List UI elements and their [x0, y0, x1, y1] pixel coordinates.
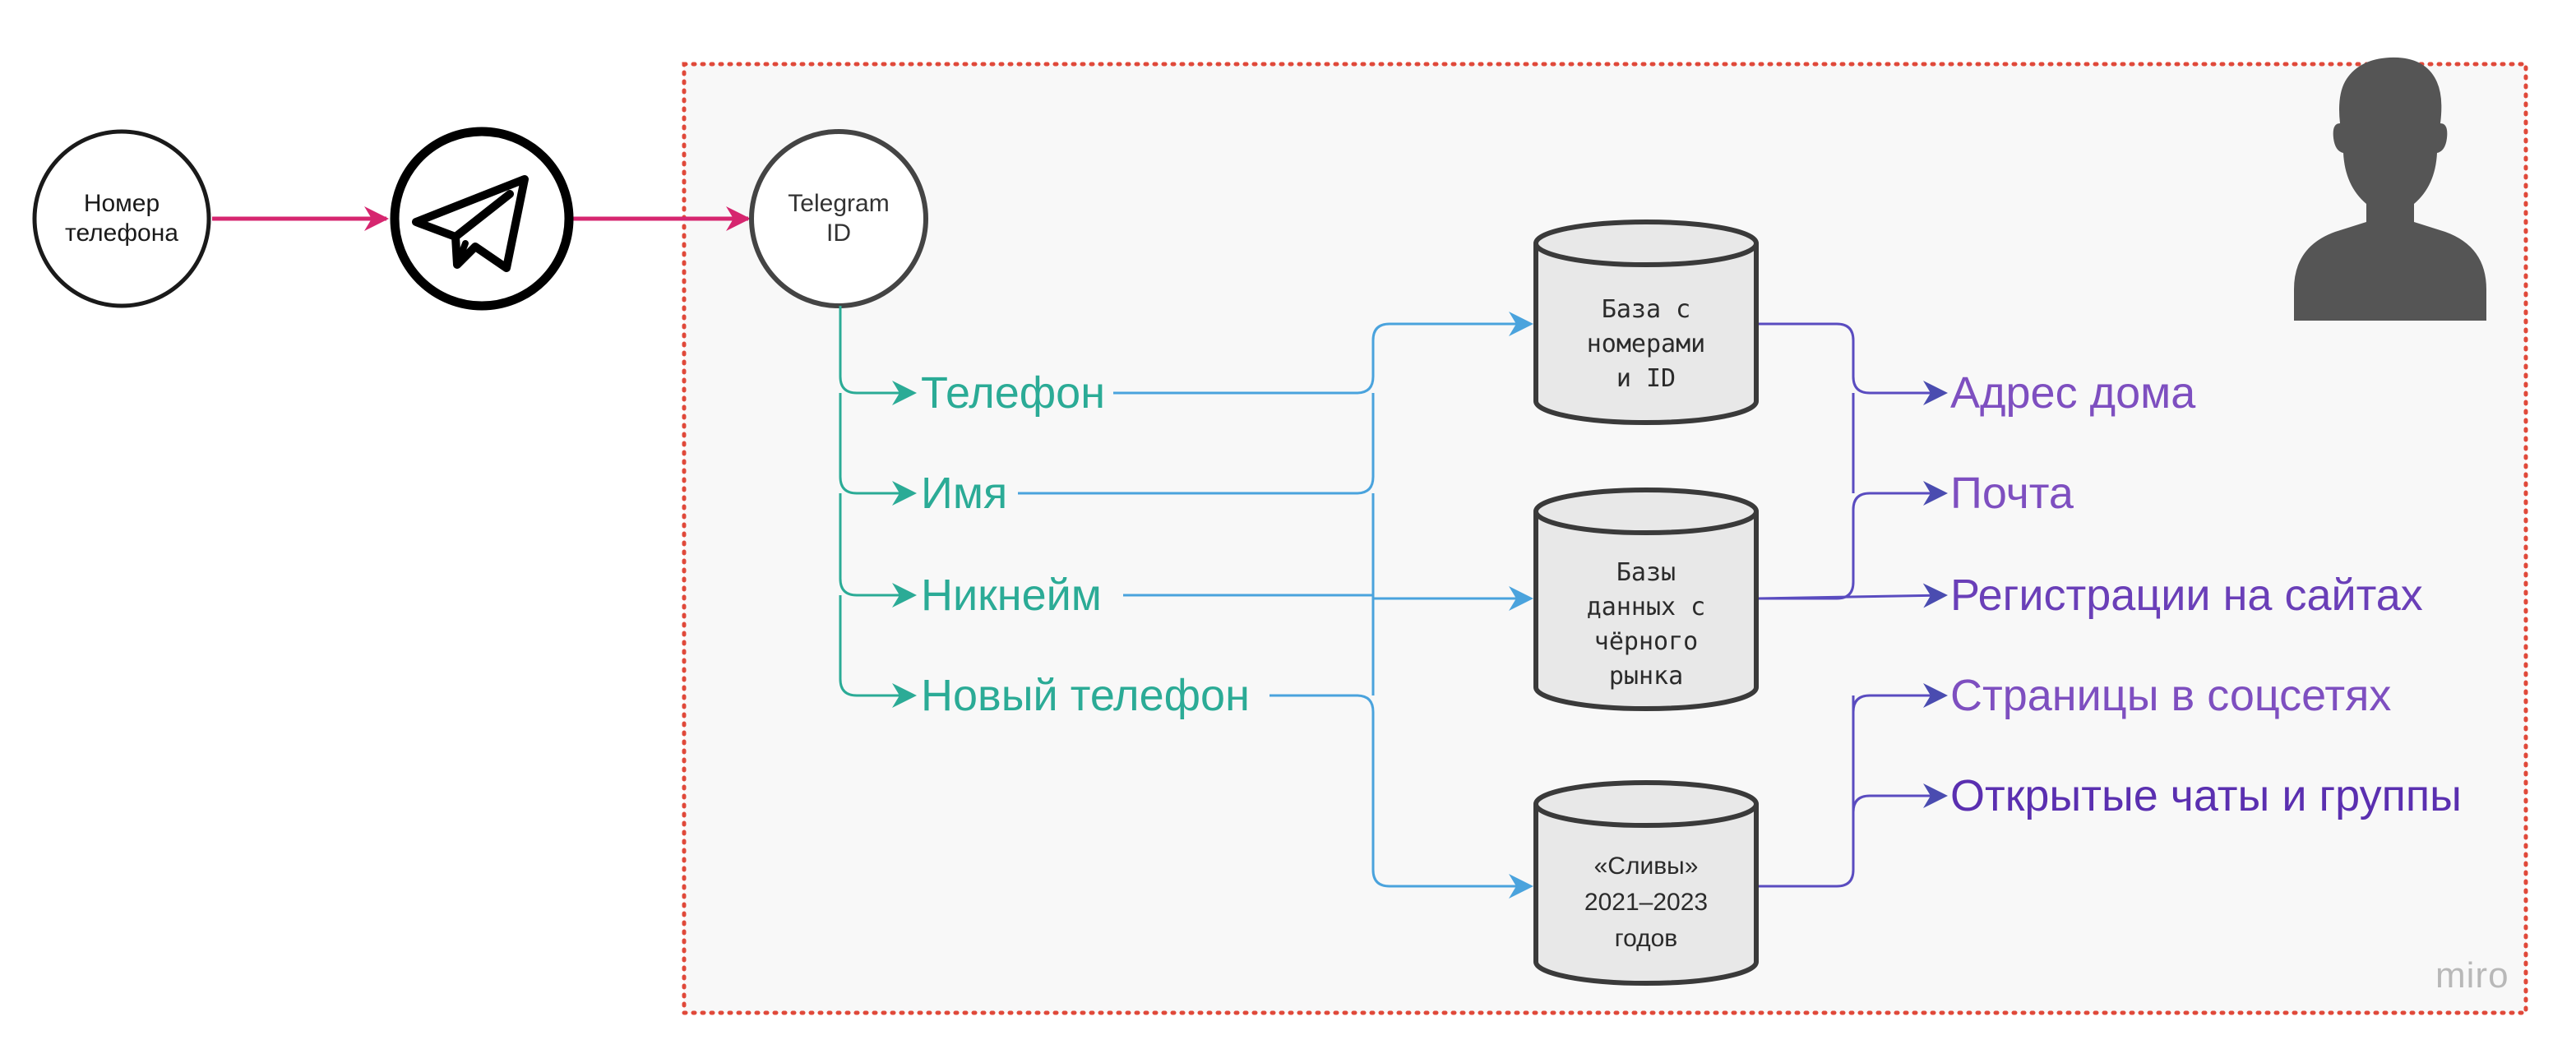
database-cylinder-3 [1533, 780, 1759, 986]
database-label-3: «Сливы» 2021–2023 годов [1584, 853, 1709, 952]
attribute-name: Имя [921, 469, 1008, 518]
database-cylinder-2 [1533, 488, 1759, 711]
database-cylinder-1 [1533, 220, 1759, 425]
telegram-icon [390, 127, 574, 311]
database-label-1: База с номерами и ID [1586, 295, 1706, 393]
miro-watermark: miro [2435, 955, 2509, 996]
output-social-pages: Страницы в соцсетях [1950, 671, 2392, 720]
output-open-chats: Открытые чаты и группы [1950, 771, 2462, 820]
phone-number-label: Номер телефона [65, 190, 178, 247]
person-icon [2294, 57, 2486, 321]
blue-connectors [1018, 312, 1533, 899]
attribute-new-phone: Новый телефон [921, 671, 1250, 720]
output-site-registrations: Регистрации на сайтах [1950, 571, 2423, 620]
output-email: Почта [1950, 469, 2074, 518]
database-label-2: Базы данных с чёрного рынка [1586, 558, 1706, 691]
phone-number-node [32, 129, 211, 308]
telegram-id-node [749, 129, 928, 308]
indigo-connectors [1757, 322, 1948, 888]
attribute-nickname: Никнейм [921, 571, 1102, 620]
output-home-address: Адрес дома [1950, 368, 2196, 418]
attribute-phone: Телефон [921, 368, 1106, 418]
teal-connectors [839, 306, 917, 708]
telegram-id-label: Telegram ID [788, 190, 890, 247]
